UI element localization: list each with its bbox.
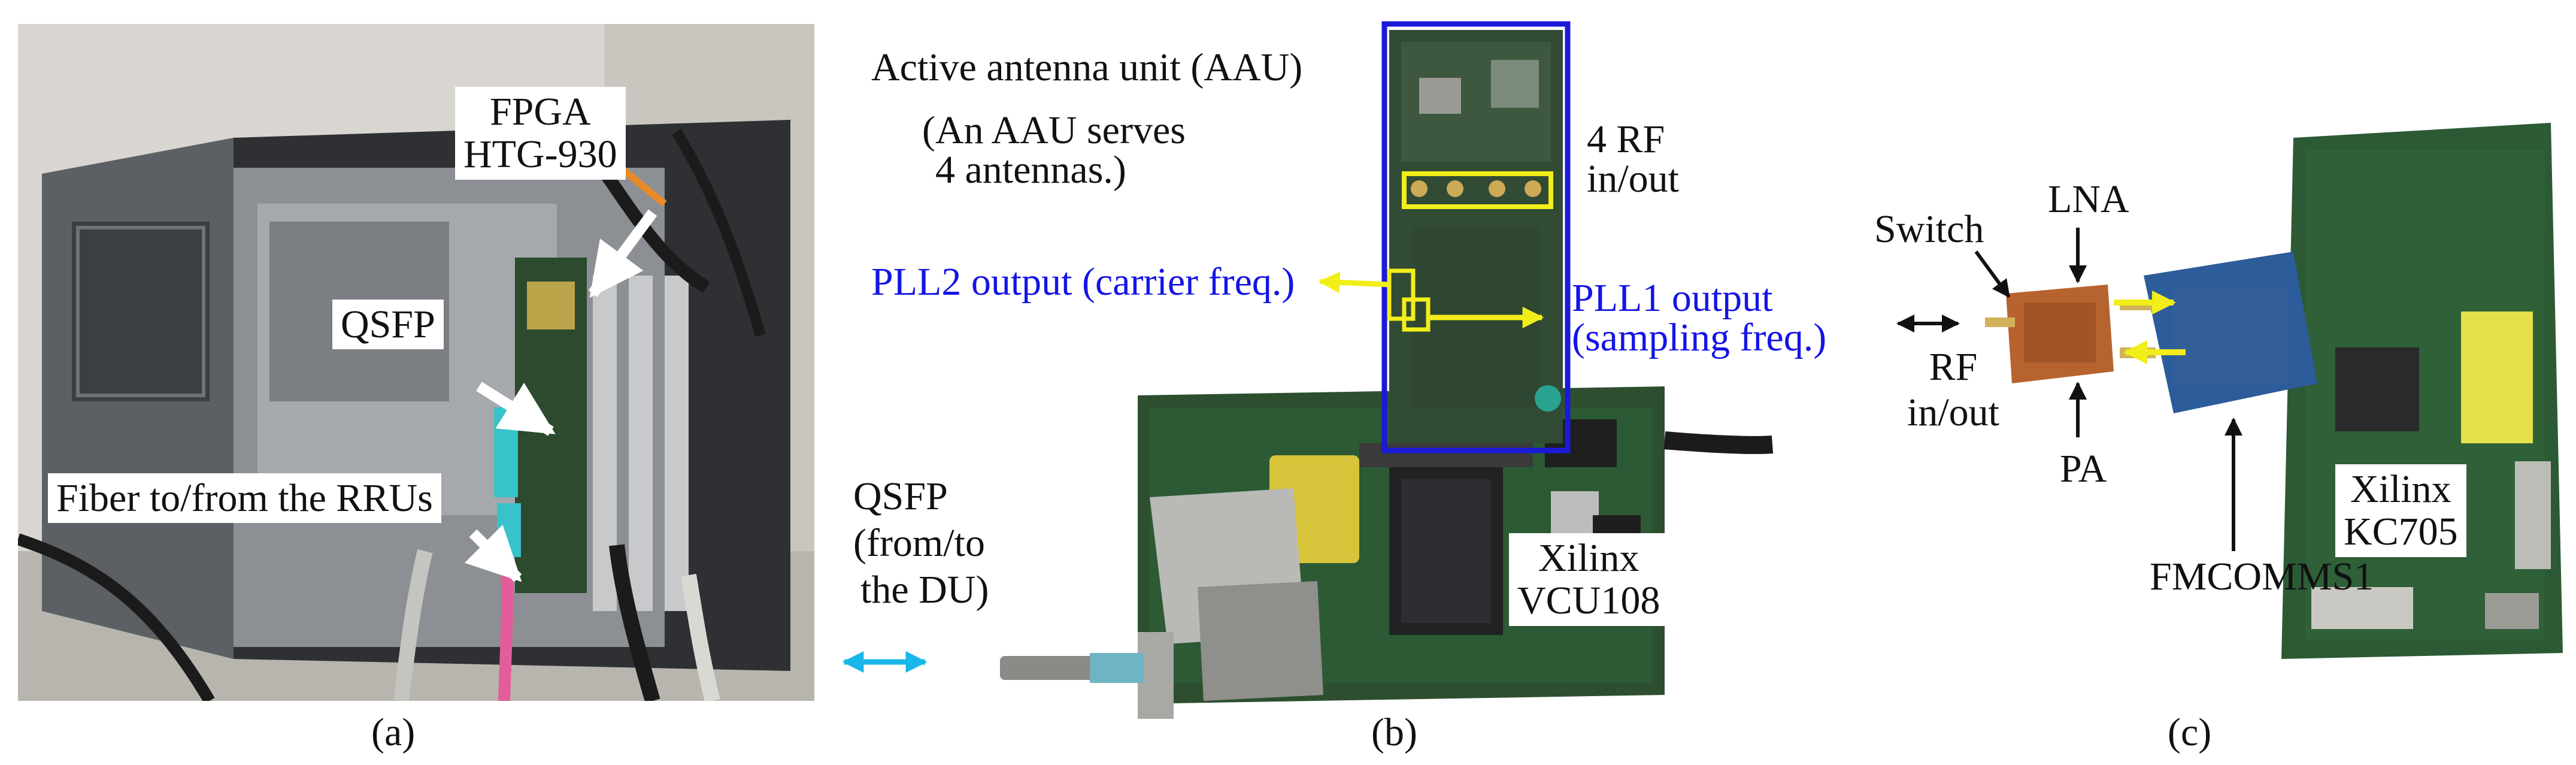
- photo-pc-with-fpga: [18, 24, 814, 701]
- label-aau-note: (An AAU serves 4 antennas.): [922, 111, 1186, 190]
- arrow-switch: [1974, 250, 2011, 298]
- panel-a: FPGA HTG-930 QSFP Fiber to/from the RRUs: [18, 24, 814, 701]
- pll2-highlight: [1387, 268, 1416, 321]
- label-aau-title: Active antenna unit (AAU): [871, 46, 1303, 89]
- label-vcu108-line2: VCU108: [1517, 579, 1660, 623]
- label-pll1-line2: (sampling freq.): [1572, 316, 1827, 359]
- label-qsfp-b: QSFP (from/to the DU): [853, 473, 989, 613]
- panel-c: LNA Switch RF in/out PA FMCOMMS1 Xilinx …: [1862, 0, 2576, 719]
- label-fpga-line2: HTG-930: [463, 132, 617, 177]
- label-rf-c-line2: in/out: [1907, 390, 2000, 434]
- label-rf-b-line1: 4 RF: [1587, 117, 1665, 161]
- arrow-qsfp: [476, 382, 556, 436]
- aau-frame: [1381, 21, 1571, 453]
- label-qsfp-b-line2: (from/to: [853, 521, 985, 565]
- label-vcu108-line1: Xilinx: [1538, 536, 1639, 580]
- label-kc705-line2: KC705: [2344, 510, 2458, 554]
- label-pa: PA: [2060, 447, 2107, 491]
- panel-b-overlays: [842, 21, 1571, 673]
- label-rf-b: 4 RF in/out: [1587, 120, 1679, 199]
- label-kc705: Xilinx KC705: [2335, 464, 2466, 557]
- photo-kc705-with-fmcomms1: [1862, 0, 2576, 719]
- label-fpga: FPGA HTG-930: [455, 87, 626, 180]
- caption-c: (c): [2168, 710, 2212, 754]
- label-rf-b-line2: in/out: [1587, 157, 1680, 201]
- caption-a: (a): [371, 710, 416, 754]
- label-fpga-line1: FPGA: [489, 90, 591, 134]
- label-qsfp-b-line1: QSFP: [853, 474, 948, 518]
- photo-vcu108-with-aau: [814, 0, 1862, 719]
- label-qsfp-b-line3: the DU): [860, 567, 989, 612]
- panel-b: Active antenna unit (AAU) (An AAU serves…: [814, 0, 1862, 719]
- label-fiber: Fiber to/from the RRUs: [48, 473, 441, 524]
- grille-holes: [76, 226, 205, 397]
- label-aau-note-line1: (An AAU serves: [922, 108, 1186, 152]
- label-kc705-line1: Xilinx: [2350, 467, 2451, 511]
- label-aau-note-line2: 4 antennas.): [935, 148, 1126, 192]
- label-qsfp-a: QSFP: [332, 300, 444, 350]
- label-pll2: PLL2 output (carrier freq.): [871, 260, 1295, 304]
- panel-a-arrows: [464, 209, 657, 582]
- label-pll1-line1: PLL1 output: [1572, 276, 1773, 320]
- arrow-pll2: [1318, 271, 1390, 294]
- label-vcu108: Xilinx VCU108: [1509, 533, 1669, 626]
- arrow-fiber: [464, 524, 522, 582]
- rf-ports-highlight: [1402, 171, 1553, 209]
- label-switch: Switch: [1874, 207, 1984, 251]
- label-lna: LNA: [2048, 177, 2129, 221]
- caption-b: (b): [1371, 710, 1417, 754]
- pll1-highlight: [1402, 297, 1431, 332]
- label-fmcomms1: FMCOMMS1: [2150, 555, 2374, 598]
- label-pll1: PLL1 output (sampling freq.): [1572, 279, 1826, 358]
- arrow-fpga: [588, 209, 657, 298]
- panel-c-arrows: [1896, 228, 2242, 551]
- label-rf-c: RF in/out: [1907, 344, 1999, 436]
- label-rf-c-line1: RF: [1929, 345, 1978, 389]
